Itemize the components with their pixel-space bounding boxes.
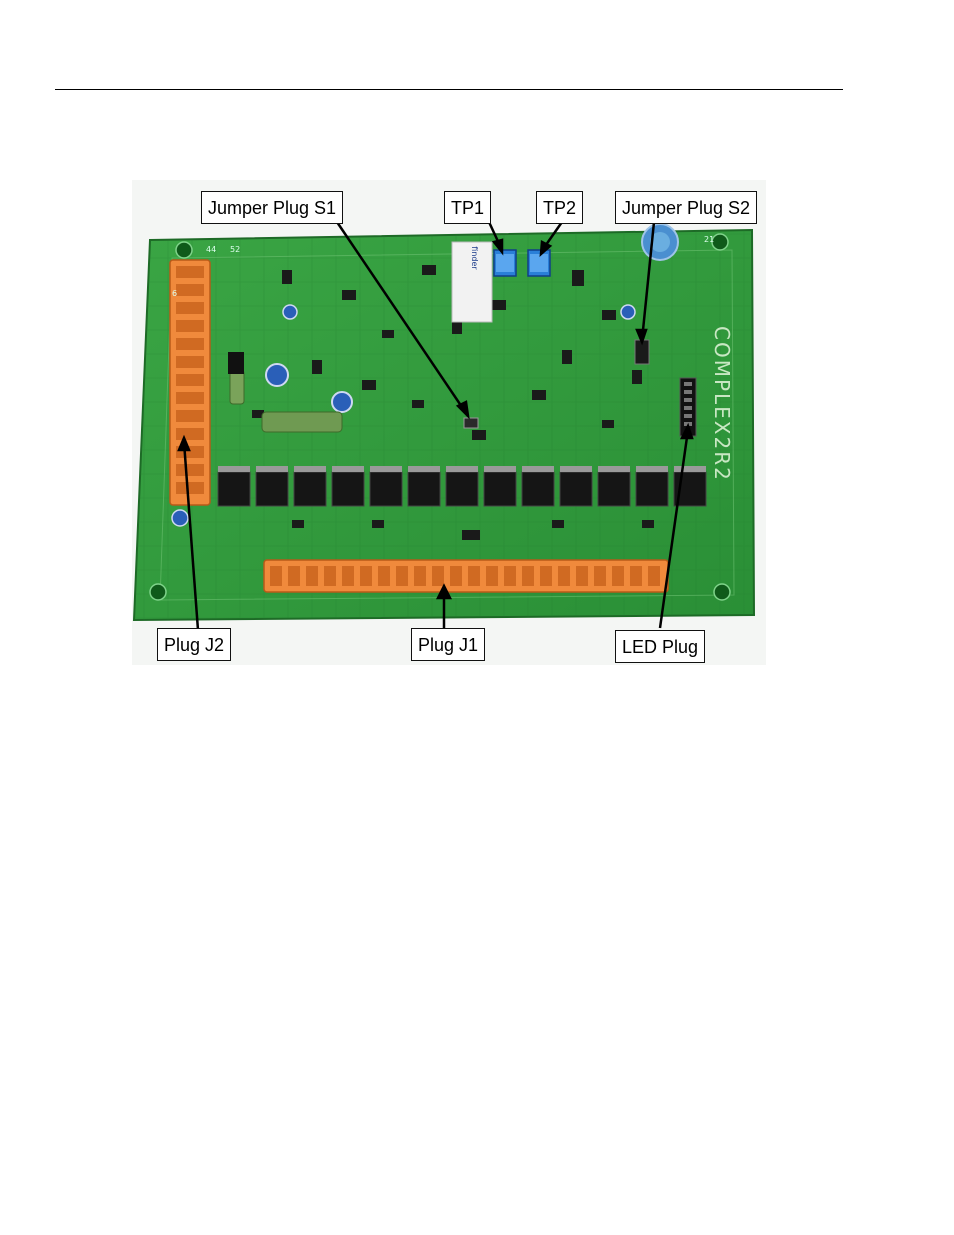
callout-led-plug: LED Plug (615, 630, 705, 663)
mark-52: 52 (230, 245, 240, 254)
relay-brand-text: finder (470, 246, 479, 270)
callout-jumper-plug-s2: Jumper Plug S2 (615, 191, 757, 224)
mark-6: 6 (172, 289, 177, 298)
callout-plug-j2: Plug J2 (157, 628, 231, 661)
callout-tp2: TP2 (536, 191, 583, 224)
callout-plug-j1: Plug J1 (411, 628, 485, 661)
jumper-s1-part (464, 418, 478, 428)
pcb-photo-figure: finder COMPLEX2R2 6 44 52 21 (132, 180, 766, 665)
callout-jumper-plug-s1: Jumper Plug S1 (201, 191, 343, 224)
mark-21: 21 (704, 235, 714, 244)
plug-j1-terminal (264, 560, 668, 592)
power-resistor (262, 412, 342, 432)
mark-44: 44 (206, 245, 216, 254)
header-rule (55, 89, 843, 90)
board-silkscreen: COMPLEX2R2 (710, 326, 734, 482)
diode-block (228, 352, 244, 374)
relay: finder (452, 242, 492, 322)
pcb-photo: finder COMPLEX2R2 6 44 52 21 (132, 180, 766, 665)
resistor-small (230, 370, 244, 404)
callout-tp1: TP1 (444, 191, 491, 224)
